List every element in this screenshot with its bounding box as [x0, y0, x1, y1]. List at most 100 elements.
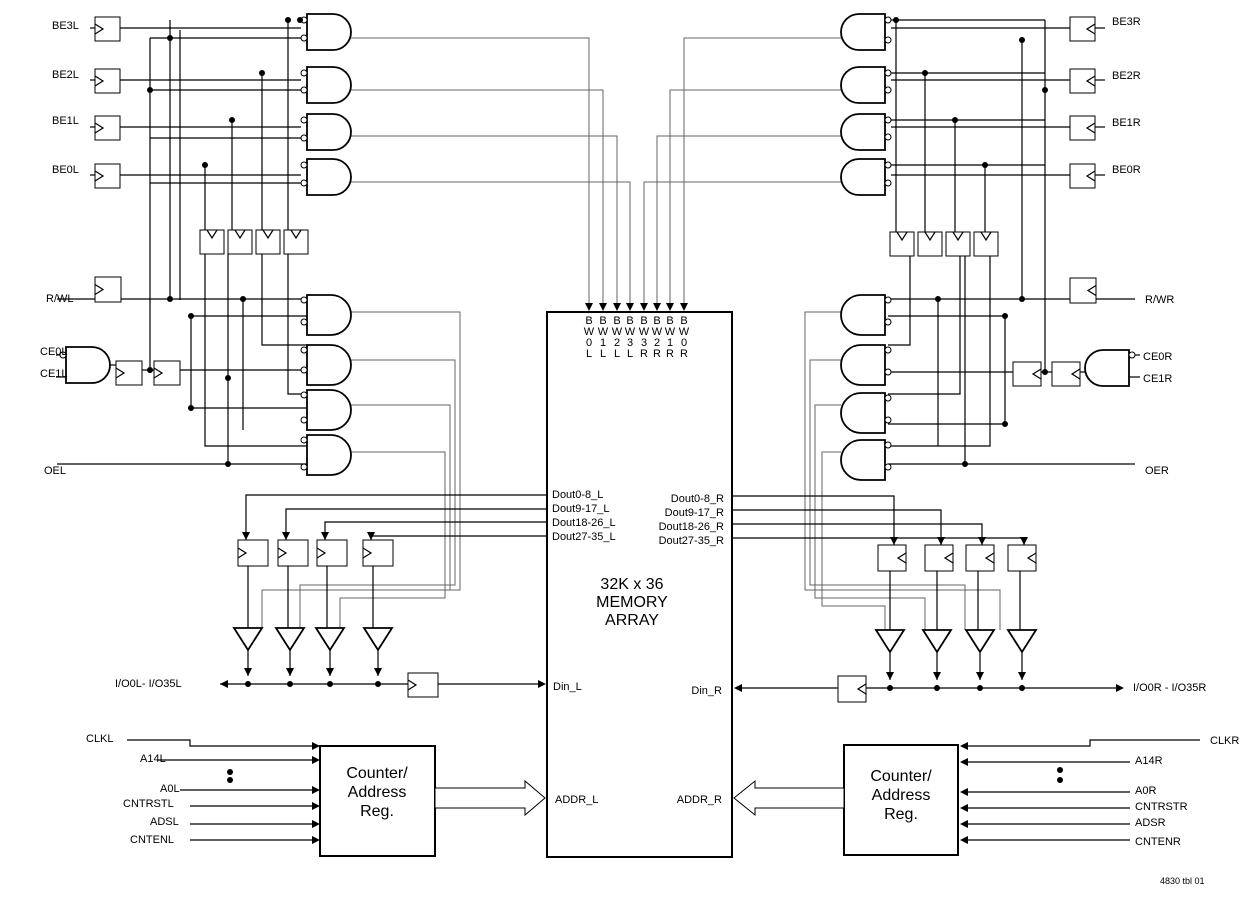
- bw-arrow-left-3: [626, 303, 634, 311]
- flip-flop-body: [1069, 115, 1096, 141]
- output-register-right-1: [924, 544, 954, 572]
- svg-text:B: B: [585, 315, 592, 327]
- bw-arrow-left-0: [585, 303, 593, 311]
- arrow-head: [933, 672, 941, 680]
- arrow-head: [242, 532, 250, 540]
- cntrstl-label: CNTRSTL: [123, 798, 174, 810]
- bw3l-label: BW 3L: [625, 315, 636, 360]
- clock-chevron: [362, 547, 373, 559]
- wire: [245, 494, 547, 540]
- svg-text:L: L: [600, 348, 606, 360]
- be-register-right-1: [1069, 68, 1096, 94]
- inversion-bubble: [1128, 351, 1136, 359]
- arrow-head: [244, 668, 252, 676]
- ce0r-label: CE0R: [1143, 351, 1172, 363]
- arrow-head: [1018, 672, 1026, 680]
- arrow-head: [312, 802, 320, 810]
- control-and-gate-right-2: [840, 392, 886, 434]
- junction-dot: [977, 685, 983, 691]
- be2r-label: BE2R: [1112, 70, 1141, 82]
- wire: [261, 254, 307, 346]
- wire: [351, 89, 604, 310]
- be0r-label: BE0R: [1112, 164, 1141, 176]
- flip-flop-body: [237, 539, 269, 567]
- cntenl-label: CNTENL: [130, 834, 174, 846]
- be3l-label: BE3L: [52, 20, 79, 32]
- junction-dot: [962, 461, 968, 467]
- flip-flop-body: [94, 68, 121, 94]
- bw0r-label: BW 0R: [679, 315, 690, 360]
- io-l-label: I/O0L- I/O35L: [115, 678, 182, 690]
- inversion-bubble: [300, 318, 308, 326]
- inversion-bubble: [884, 296, 892, 304]
- inversion-bubble: [300, 86, 308, 94]
- io-arrow-left: [220, 680, 228, 688]
- flip-flop-body: [407, 672, 439, 698]
- junction-dot: [1002, 421, 1008, 427]
- dout0-8-r-label: Dout0-8_R: [671, 493, 724, 505]
- ce-and-gate-right: [1084, 349, 1130, 387]
- junction-dot: [287, 681, 293, 687]
- wire: [261, 311, 461, 628]
- junction-dot: [245, 681, 251, 687]
- svg-text:W: W: [639, 326, 650, 338]
- clock-chevron: [1031, 368, 1042, 380]
- tristate-buffer-right-3: [1006, 629, 1038, 654]
- flip-flop-body: [94, 115, 121, 141]
- dout27-35-r-label: Dout27-35_R: [659, 535, 724, 547]
- arrow-head: [321, 532, 329, 540]
- svg-text:L: L: [586, 348, 592, 360]
- counter-left-line-1: Counter/: [346, 765, 408, 782]
- bw-arrow-right-0: [680, 303, 688, 311]
- memory-title-line-2: MEMORY: [596, 594, 668, 611]
- flip-flop-body: [1069, 163, 1096, 189]
- a0l-label: A0L: [160, 783, 180, 795]
- clock-chevron: [115, 367, 126, 379]
- tristate-buffer-right-2: [964, 629, 996, 654]
- clock-chevron: [1026, 552, 1037, 564]
- counter-right-line-2: Address: [872, 787, 931, 804]
- junction-dot: [285, 17, 291, 23]
- arrow-head: [960, 836, 968, 844]
- din-r-label: Din_R: [691, 685, 722, 697]
- clock-chevron: [94, 283, 105, 296]
- wire: [370, 535, 547, 540]
- junction-dot: [297, 17, 303, 23]
- dout18-26-r-label: Dout18-26_R: [659, 521, 724, 533]
- svg-text:B: B: [666, 315, 673, 327]
- inversion-bubble: [884, 16, 892, 24]
- adsr-label: ADSR: [1135, 817, 1166, 829]
- clock-chevron: [277, 547, 288, 559]
- clock-chevron: [856, 683, 867, 695]
- svg-text:R: R: [640, 348, 648, 360]
- wire: [324, 521, 547, 540]
- svg-text:W: W: [625, 326, 636, 338]
- junction-dot: [167, 296, 173, 302]
- inversion-bubble: [884, 463, 892, 471]
- input-register-right: [837, 675, 867, 703]
- junction-dot: [1002, 313, 1008, 319]
- clock-chevron: [94, 75, 105, 87]
- svg-text:2: 2: [614, 337, 620, 349]
- oer-label: OER: [1145, 465, 1169, 477]
- wire: [732, 509, 942, 545]
- wire: [351, 404, 451, 590]
- flip-flop-body: [227, 229, 253, 255]
- tristate-buffer-right-0: [874, 629, 906, 654]
- flip-flop-body: [889, 231, 915, 257]
- wire: [299, 359, 456, 628]
- control-and-gate-left-0: [306, 294, 352, 336]
- flip-flop-body: [973, 231, 999, 257]
- clock-chevron: [924, 231, 936, 242]
- svg-text:W: W: [598, 326, 609, 338]
- clock-chevron: [290, 229, 302, 240]
- flip-flop-body: [1069, 277, 1097, 304]
- ce-register-left-a: [115, 360, 143, 386]
- counter-right-line-1: Counter/: [870, 768, 932, 785]
- arrow-head: [960, 758, 968, 766]
- wire: [351, 135, 618, 310]
- svg-text:W: W: [679, 326, 690, 338]
- svg-text:2: 2: [654, 337, 660, 349]
- bw-arrow-left-2: [613, 303, 621, 311]
- ce-and-gate-left: [65, 346, 111, 384]
